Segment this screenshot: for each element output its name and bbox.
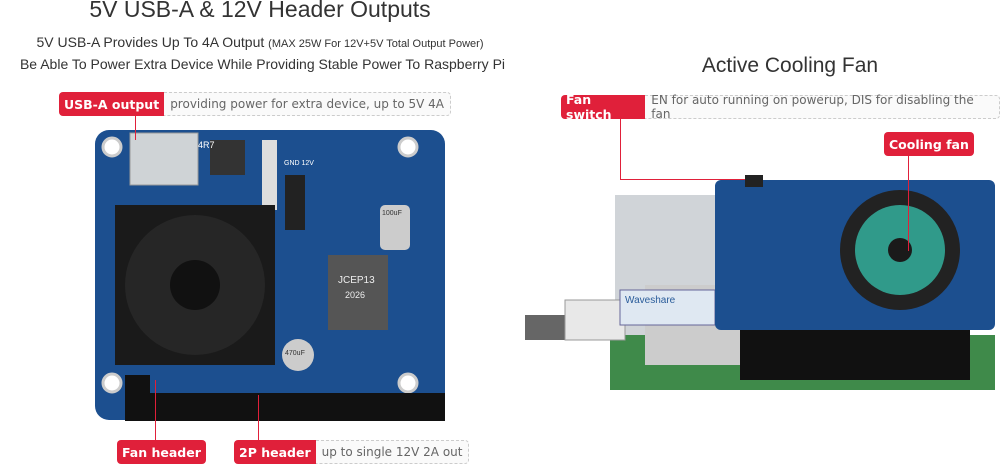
board-gnd-label: GND 12V	[284, 160, 314, 167]
left-subtitle: 5V USB-A Provides Up To 4A Output (MAX 2…	[0, 34, 520, 50]
board-transformer-code: 2026	[345, 290, 366, 300]
fan-header-callout: Fan header	[117, 440, 206, 464]
fan-switch-line-h	[620, 179, 745, 180]
fan-header-line	[155, 380, 156, 440]
board-inductor-label: 4R7	[198, 140, 215, 150]
usb-callout-line	[135, 116, 136, 140]
2p-header-callout: 2P header up to single 12V 2A out	[234, 440, 470, 464]
usb-a-output-label: USB-A output	[59, 92, 165, 116]
subtitle-main: 5V USB-A Provides Up To 4A Output	[36, 34, 265, 50]
usb-a-output-callout: USB-A output providing power for extra d…	[59, 92, 451, 116]
fan-switch-label: Fan switch	[561, 92, 646, 122]
2p-header-line	[258, 395, 259, 440]
board-transformer-label: JCEP13	[338, 275, 375, 286]
2p-header-desc: up to single 12V 2A out	[315, 440, 470, 464]
fan-switch-desc: EN for auto running on powerup, DIS for …	[645, 93, 1000, 121]
2p-header-label: 2P header	[234, 440, 316, 464]
usb-a-output-desc: providing power for extra device, up to …	[164, 92, 451, 116]
hat-board-image	[95, 130, 445, 421]
right-title: Active Cooling Fan	[701, 54, 879, 77]
cooling-fan-label: Cooling fan	[884, 132, 974, 156]
fan-switch-line-v	[620, 119, 621, 179]
cooling-fan-line	[908, 156, 909, 251]
left-title: 5V USB-A & 12V Header Outputs	[89, 0, 431, 22]
subtitle-note: (MAX 25W For 12V+5V Total Output Power)	[268, 38, 484, 50]
board-cap-label: 470uF	[285, 350, 305, 357]
fan-switch-callout: Fan switch EN for auto running on poweru…	[561, 92, 1000, 122]
cooling-fan-callout: Cooling fan	[884, 132, 974, 156]
waveshare-sticker-text: Waveshare	[625, 295, 676, 306]
fan-header-label: Fan header	[117, 440, 206, 464]
board-cap-label-2: 100uF	[382, 210, 402, 217]
pi-with-hat-image	[525, 175, 995, 390]
left-subtitle-2: Be Able To Power Extra Device While Prov…	[19, 56, 506, 72]
